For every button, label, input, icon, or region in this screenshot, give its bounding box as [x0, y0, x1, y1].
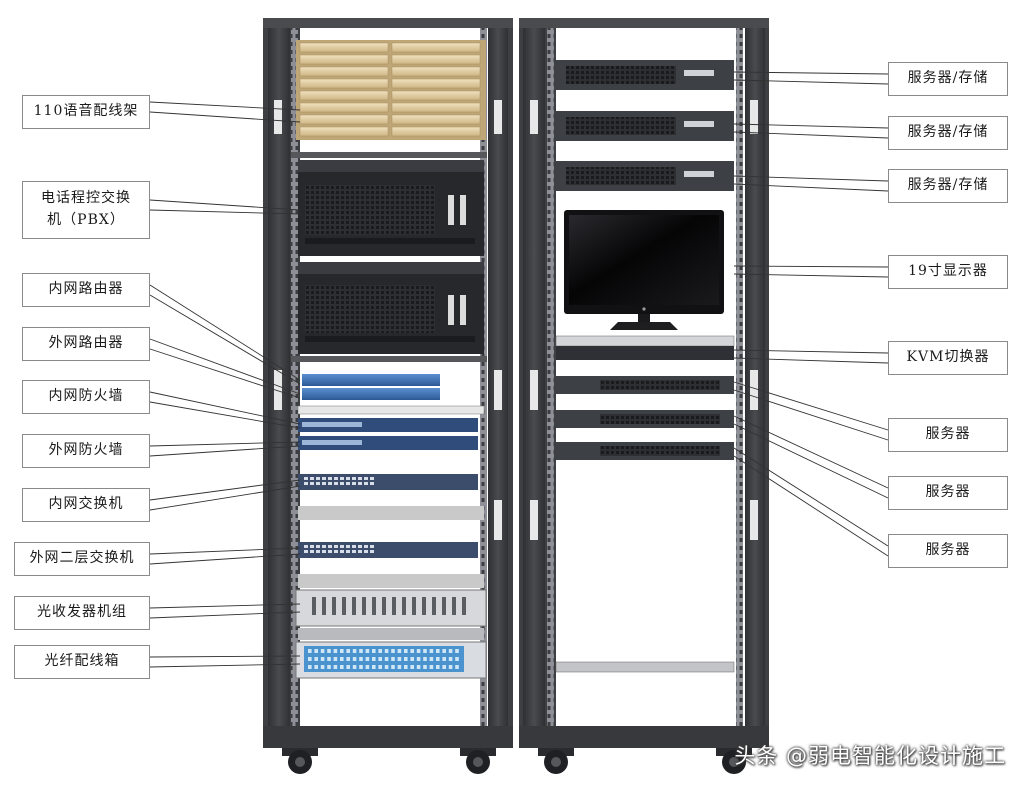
- label-server-1-text: 服务器: [925, 426, 971, 443]
- leader-kvm-switch: [733, 357, 889, 364]
- leader-voice-patch-panel: [149, 101, 301, 111]
- label-external-l2-switch: 外网二层交换机: [14, 542, 150, 576]
- leader-monitor: [733, 273, 889, 278]
- label-kvm-switch: KVM切换器: [888, 341, 1008, 375]
- leader-external-firewall: [149, 445, 301, 457]
- label-external-firewall-text: 外网防火墙: [48, 442, 124, 459]
- label-external-router: 外网路由器: [22, 327, 150, 361]
- leader-external-firewall: [149, 441, 301, 447]
- leader-server-3: [733, 455, 889, 557]
- label-server-2-text: 服务器: [925, 484, 971, 501]
- leader-internal-switch: [149, 485, 301, 511]
- label-internal-firewall-text: 内网防火墙: [48, 388, 124, 405]
- leader-internal-router: [149, 284, 301, 381]
- label-optical-transceiver-group: 光收发器机组: [14, 596, 150, 630]
- monitor-device: [564, 210, 724, 330]
- leader-lines: [149, 71, 889, 668]
- pbx-device: [298, 160, 484, 354]
- label-internal-firewall: 内网防火墙: [22, 380, 150, 414]
- leader-internal-switch: [149, 479, 301, 501]
- label-internal-switch-text: 内网交换机: [48, 496, 124, 513]
- label-server-2: 服务器: [888, 476, 1008, 510]
- leader-pbx: [149, 199, 301, 211]
- label-server-storage-2-text: 服务器/存储: [907, 124, 989, 141]
- label-server-storage-1-text: 服务器/存储: [907, 70, 989, 87]
- label-external-l2-switch-text: 外网二层交换机: [29, 550, 135, 567]
- leader-server-storage-1: [733, 79, 889, 85]
- label-voice-patch-panel: 110语音配线架: [22, 95, 150, 129]
- leader-server-1: [733, 389, 889, 441]
- label-server-storage-3-text: 服务器/存储: [907, 177, 989, 194]
- external-l2-switch-device: [298, 542, 484, 588]
- label-pbx: 电话程控交换 机（PBX）: [22, 181, 150, 239]
- leader-server-storage-1: [733, 71, 889, 75]
- label-optical-transceiver-group-text: 光收发器机组: [37, 604, 127, 621]
- label-pbx-text: 电话程控交换 机（PBX）: [41, 190, 131, 228]
- label-monitor-text: 19寸显示器: [908, 263, 988, 280]
- label-voice-patch-panel-text: 110语音配线架: [33, 103, 139, 120]
- label-external-router-text: 外网路由器: [48, 335, 124, 352]
- leader-server-storage-2: [733, 123, 889, 129]
- optical-transceiver-device: [295, 589, 487, 640]
- leader-server-2: [733, 415, 889, 489]
- leader-server-storage-2: [733, 131, 889, 139]
- leader-optical-transceiver: [149, 603, 301, 609]
- internal-switch-device: [298, 474, 484, 520]
- leader-optical-transceiver: [149, 611, 301, 619]
- leader-internal-firewall: [149, 401, 301, 429]
- leader-external-l2-switch: [149, 547, 301, 555]
- label-server-1: 服务器: [888, 418, 1008, 452]
- label-fiber-distribution-box: 光纤配线箱: [14, 645, 150, 679]
- leader-external-router: [149, 338, 301, 395]
- label-server-storage-1: 服务器/存储: [888, 62, 1008, 96]
- leader-monitor: [733, 265, 889, 268]
- leader-pbx: [149, 209, 301, 215]
- leader-server-storage-3: [733, 183, 889, 192]
- leader-voice-patch-panel: [149, 111, 301, 123]
- firewall-devices: [297, 405, 485, 450]
- router-devices: [302, 374, 440, 400]
- leader-fiber-distribution: [149, 655, 301, 658]
- label-server-3: 服务器: [888, 534, 1008, 568]
- label-kvm-switch-text: KVM切换器: [906, 349, 990, 366]
- leader-external-router: [149, 348, 301, 399]
- label-internal-router-text: 内网路由器: [48, 281, 124, 298]
- label-server-storage-3: 服务器/存储: [888, 169, 1008, 203]
- right-rack-rail: [547, 28, 554, 726]
- label-external-firewall: 外网防火墙: [22, 434, 150, 468]
- watermark: 头条 @弱电智能化设计施工: [734, 744, 1006, 768]
- leader-server-1: [733, 381, 889, 431]
- voice-patch-panel-device: [296, 40, 486, 140]
- label-monitor: 19寸显示器: [888, 255, 1008, 289]
- leader-internal-router: [149, 294, 301, 385]
- leader-kvm-switch: [733, 349, 889, 354]
- label-internal-router: 内网路由器: [22, 273, 150, 307]
- fiber-distribution-device: [295, 641, 487, 679]
- right-rack: [519, 18, 769, 774]
- left-rack: [263, 18, 513, 774]
- label-server-3-text: 服务器: [925, 542, 971, 559]
- label-internal-switch: 内网交换机: [22, 488, 150, 522]
- leader-internal-firewall: [149, 391, 301, 425]
- leader-fiber-distribution: [149, 663, 301, 668]
- label-fiber-distribution-box-text: 光纤配线箱: [44, 653, 120, 670]
- leader-server-2: [733, 423, 889, 499]
- leader-server-3: [733, 447, 889, 547]
- server-storage-devices: [556, 60, 734, 191]
- leader-external-l2-switch: [149, 553, 301, 565]
- label-server-storage-2: 服务器/存储: [888, 116, 1008, 150]
- server-devices: [556, 376, 734, 460]
- leader-server-storage-3: [733, 175, 889, 182]
- kvm-switch-device: [555, 335, 735, 360]
